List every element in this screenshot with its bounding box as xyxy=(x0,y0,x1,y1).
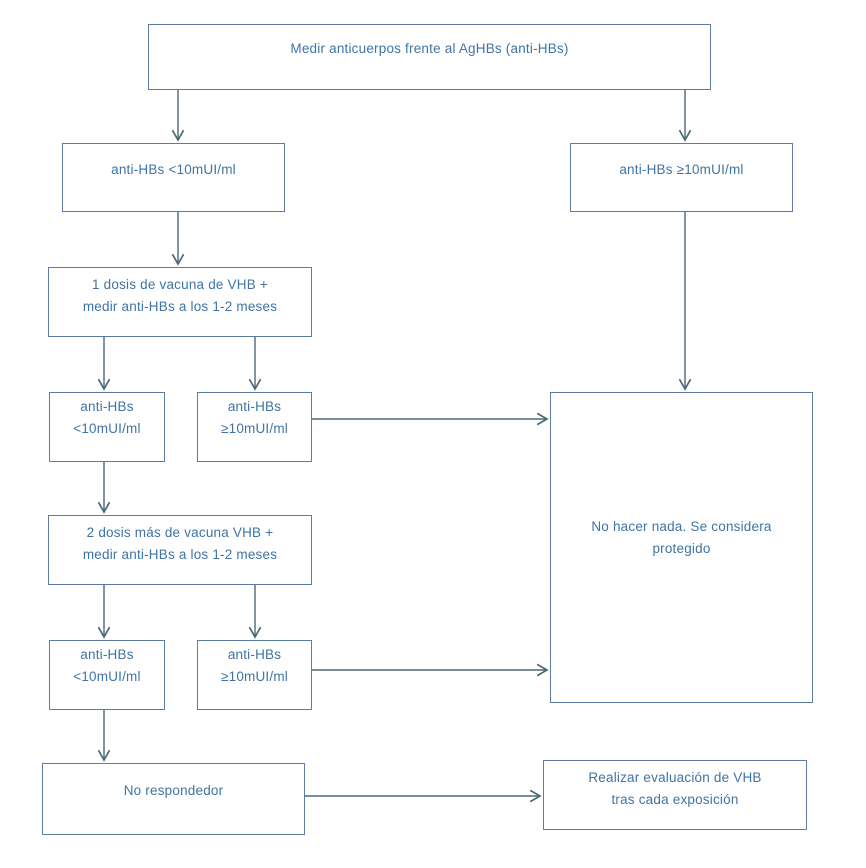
node-non-responder: No respondedor xyxy=(42,763,305,835)
node-antihbs-low-after-dose1: anti-HBs <10mUI/ml xyxy=(49,392,165,462)
node-antihbs-high-initial: anti-HBs ≥10mUI/ml xyxy=(570,143,793,212)
node-considered-protected: No hacer nada. Se considera protegido xyxy=(550,392,813,703)
node-antihbs-low-after-dose2: anti-HBs <10mUI/ml xyxy=(49,640,165,710)
node-measure-antibodies: Medir anticuerpos frente al AgHBs (anti-… xyxy=(148,24,711,90)
node-two-more-doses-vaccine: 2 dosis más de vacuna VHB + medir anti-H… xyxy=(48,515,312,585)
node-antihbs-high-after-dose2: anti-HBs ≥10mUI/ml xyxy=(197,640,312,710)
node-evaluate-after-exposure: Realizar evaluación de VHB tras cada exp… xyxy=(543,760,807,830)
node-one-dose-vaccine: 1 dosis de vacuna de VHB + medir anti-HB… xyxy=(48,267,312,337)
node-antihbs-low-initial: anti-HBs <10mUI/ml xyxy=(62,143,285,212)
node-antihbs-high-after-dose1: anti-HBs ≥10mUI/ml xyxy=(197,392,312,462)
